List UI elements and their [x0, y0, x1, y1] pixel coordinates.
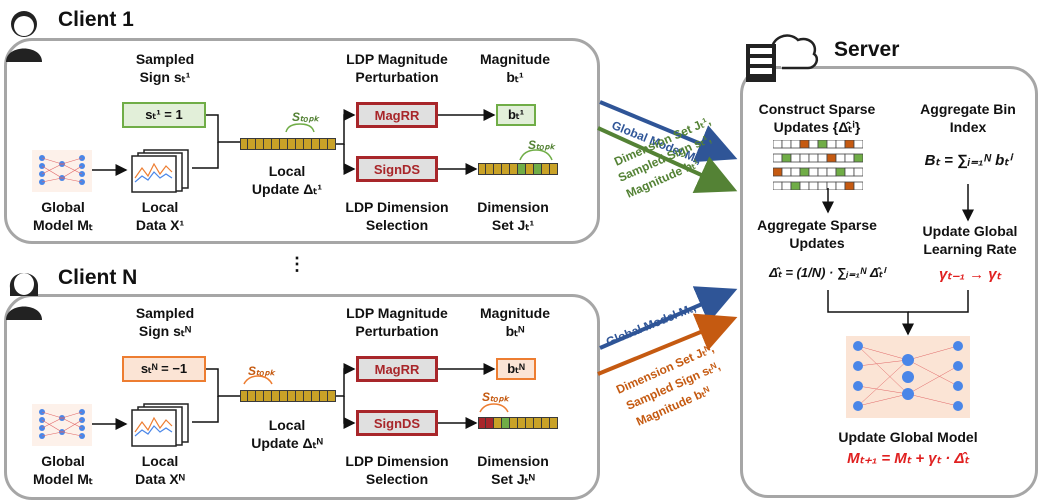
server-construct-label: Construct Sparse Updates {Δ̂ₜⁱ}: [758, 101, 876, 135]
server-global-model-icon: [846, 336, 970, 418]
clientN-stopk-label-a: Sₜₒₚₖ: [248, 364, 275, 378]
clientN-arrows: [92, 363, 509, 430]
server-sparse-grid: [772, 139, 864, 191]
server-aggregate-bin-label: Aggregate Bin Index: [920, 101, 1016, 135]
client1-ldp-dimension-label: LDP Dimension Selection: [345, 199, 449, 233]
clientN-local-data-label: Local Data Xᴺ: [135, 453, 185, 487]
client1-user-icon: [4, 4, 44, 62]
server-arrows: [822, 184, 974, 336]
client1-title: Client 1: [58, 8, 134, 31]
client1-dimension-strip: [478, 163, 558, 175]
clientN-sampled-sign-label: Sampled Sign sₜᴺ: [135, 305, 195, 339]
client1-local-data-icon: [130, 148, 192, 194]
clientN-dimension-set-label: Dimension Set Jₜᴺ: [477, 453, 549, 487]
server-cloud-icon: [742, 24, 822, 84]
client1-mag-value: bₜ¹: [496, 104, 536, 126]
clientN-user-icon: [4, 262, 44, 320]
clientN-title: Client N: [58, 266, 138, 289]
client1-dimension-set-label: Dimension Set Jₜ¹: [477, 199, 549, 233]
client1-local-update-strip: [240, 138, 336, 150]
clientN-signds-box: SignDS: [356, 410, 438, 436]
client1-global-model-icon: [32, 150, 92, 192]
server-bin-formula: Bₜ = ∑ᵢ₌₁ᴺ bₜⁱ: [924, 152, 1012, 169]
client1-local-update-label: Local Update Δₜ¹: [251, 163, 323, 197]
clientN-local-update-label: Local Update Δₜᴺ: [251, 417, 323, 451]
client1-signds-box: SignDS: [356, 156, 438, 182]
clientN-panel: [4, 294, 600, 500]
server-panel: [740, 66, 1038, 498]
server-update-model-label: Update Global Model: [838, 429, 978, 445]
server-sparse-formula: Δ̂ₜ = (1/N) · ∑ᵢ₌₁ᴺ Δ̂ₜⁱ: [769, 265, 885, 280]
client1-magrr-box: MagRR: [356, 102, 438, 128]
clientN-mag-value: bₜᴺ: [496, 358, 536, 380]
client1-arrows: [92, 109, 553, 176]
server-title: Server: [834, 38, 900, 61]
clientN-dimension-strip: [478, 417, 558, 429]
client1-stopk-label-b: Sₜₒₚₖ: [528, 138, 555, 152]
client1-sign-value: sₜ¹ = 1: [122, 102, 206, 128]
client1-magnitude-label: Magnitude bₜ¹: [480, 51, 550, 85]
clientN-sign-value: sₜᴺ = −1: [122, 356, 206, 382]
server-model-formula: Mₜ₊₁ = Mₜ + γₜ · Δ̂ₜ: [847, 450, 969, 467]
server-lr-formula: γₜ₋₁ → γₜ: [938, 266, 1002, 283]
client1-sampled-sign-label: Sampled Sign sₜ¹: [135, 51, 195, 85]
clientN-magnitude-label: Magnitude bₜᴺ: [480, 305, 550, 339]
client1-stopk-label-a: Sₜₒₚₖ: [292, 110, 319, 124]
clientN-ldp-magnitude-label: LDP Magnitude Perturbation: [346, 305, 448, 339]
clientN-global-model-label: Global Model Mₜ: [32, 453, 94, 487]
client1-global-model-label: Global Model Mₜ: [32, 199, 94, 233]
communication-arrows: [597, 100, 738, 376]
vertical-ellipsis: ⋮: [288, 254, 306, 274]
client1-ldp-magnitude-label: LDP Magnitude Perturbation: [346, 51, 448, 85]
clientN-ldp-dimension-label: LDP Dimension Selection: [345, 453, 449, 487]
server-aggregate-sparse-label: Aggregate Sparse Updates: [757, 217, 877, 251]
clientN-local-data-icon: [130, 402, 192, 448]
clientN-global-model-icon: [32, 404, 92, 446]
client1-local-data-label: Local Data X¹: [135, 199, 185, 233]
server-update-lr-label: Update Global Learning Rate: [922, 223, 1018, 257]
clientN-magrr-box: MagRR: [356, 356, 438, 382]
clientN-stopk-label-b: Sₜₒₚₖ: [482, 390, 509, 404]
clientN-local-update-strip: [240, 390, 336, 402]
